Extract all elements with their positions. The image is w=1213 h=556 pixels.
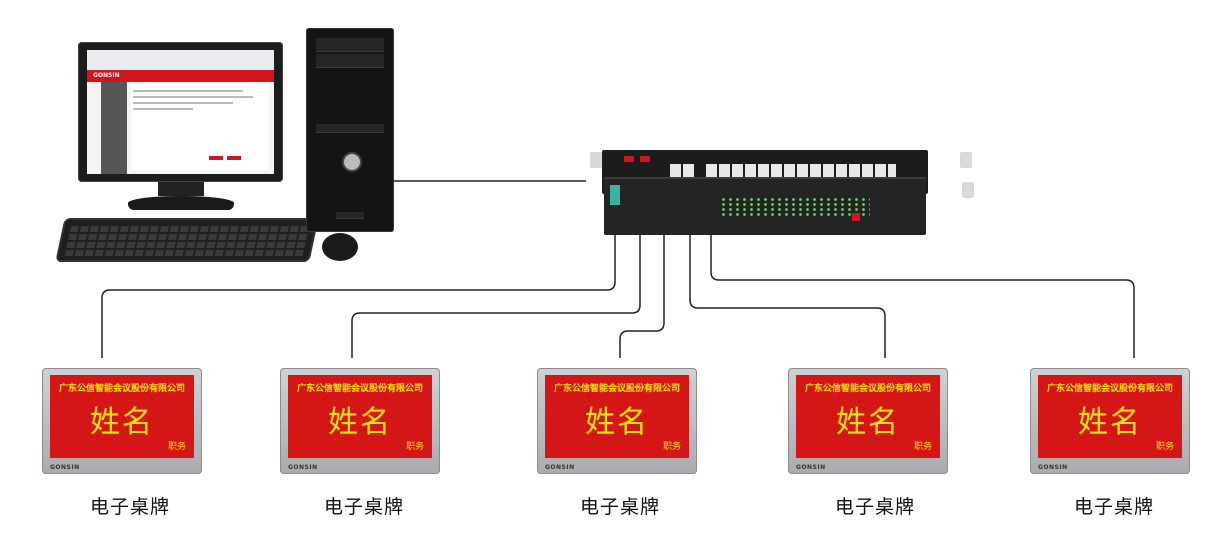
screen-main [131, 84, 269, 170]
device-brand: GONSIN [545, 464, 575, 471]
nameplate-display: 广东公信智能会议股份有限公司 姓名 职务 [545, 375, 689, 458]
device-brand: GONSIN [288, 464, 318, 471]
screen-sidebar [101, 82, 127, 174]
caption-2: 电子桌牌 [323, 496, 404, 518]
job-title: 职务 [167, 442, 186, 452]
wire-switch-to-plate-3 [619, 222, 665, 358]
company-name: 广东公信智能会议股份有限公司 [553, 384, 680, 394]
company-name: 广东公信智能会议股份有限公司 [296, 384, 423, 394]
wire-switch-to-plate-5 [710, 232, 1135, 358]
job-title: 职务 [405, 442, 424, 452]
monitor-stand [158, 182, 204, 196]
nameplate-5: 广东公信智能会议股份有限公司 姓名 职务 GONSIN [1030, 368, 1190, 474]
controller-logo [852, 213, 860, 221]
status-leds [720, 197, 870, 217]
monitor: GONSIN [78, 42, 283, 182]
screen-brand: GONSIN [87, 70, 274, 82]
person-name: 姓名 [328, 405, 392, 440]
caption-3: 电子桌牌 [579, 496, 660, 518]
job-title: 职务 [1155, 442, 1174, 452]
nameplate-3: 广东公信智能会议股份有限公司 姓名 职务 GONSIN [537, 368, 697, 474]
company-name: 广东公信智能会议股份有限公司 [1046, 384, 1173, 394]
monitor-base [128, 196, 234, 210]
nameplate-2: 广东公信智能会议股份有限公司 姓名 职务 GONSIN [280, 368, 440, 474]
company-name: 广东公信智能会议股份有限公司 [58, 384, 185, 394]
pc-tower [306, 28, 394, 232]
nameplate-1: 广东公信智能会议股份有限公司 姓名 职务 GONSIN [42, 368, 202, 474]
person-name: 姓名 [90, 405, 154, 440]
caption-5: 电子桌牌 [1073, 496, 1154, 518]
nameplate-display: 广东公信智能会议股份有限公司 姓名 职务 [50, 375, 194, 458]
power-button-icon [344, 154, 360, 170]
browser-toolbar [87, 50, 274, 71]
nameplate-display: 广东公信智能会议股份有限公司 姓名 职务 [1038, 375, 1182, 458]
nameplate-4: 广东公信智能会议股份有限公司 姓名 职务 GONSIN [788, 368, 948, 474]
wire-switch-to-plate-1 [101, 220, 616, 358]
rack-ear-right [960, 152, 972, 168]
job-title: 职务 [913, 442, 932, 452]
wire-switch-to-plate-2 [351, 222, 641, 358]
caption-1: 电子桌牌 [89, 496, 170, 518]
person-name: 姓名 [836, 405, 900, 440]
rack-ear-left [590, 152, 602, 168]
monitor-screen: GONSIN [87, 50, 274, 174]
nameplate-controller [604, 177, 926, 235]
device-brand: GONSIN [1038, 464, 1068, 471]
keyboard [55, 218, 319, 262]
person-name: 姓名 [1078, 405, 1142, 440]
device-brand: GONSIN [50, 464, 80, 471]
wire-switch-to-plate-4 [689, 222, 886, 358]
nameplate-display: 广东公信智能会议股份有限公司 姓名 职务 [288, 375, 432, 458]
nameplate-display: 广东公信智能会议股份有限公司 姓名 职务 [796, 375, 940, 458]
company-name: 广东公信智能会议股份有限公司 [804, 384, 931, 394]
rack-ear-right-lower [962, 182, 974, 198]
device-brand: GONSIN [796, 464, 826, 471]
mouse [322, 233, 358, 261]
job-title: 职务 [662, 442, 681, 452]
person-name: 姓名 [585, 405, 649, 440]
controller-panel [610, 185, 620, 205]
caption-4: 电子桌牌 [834, 496, 915, 518]
